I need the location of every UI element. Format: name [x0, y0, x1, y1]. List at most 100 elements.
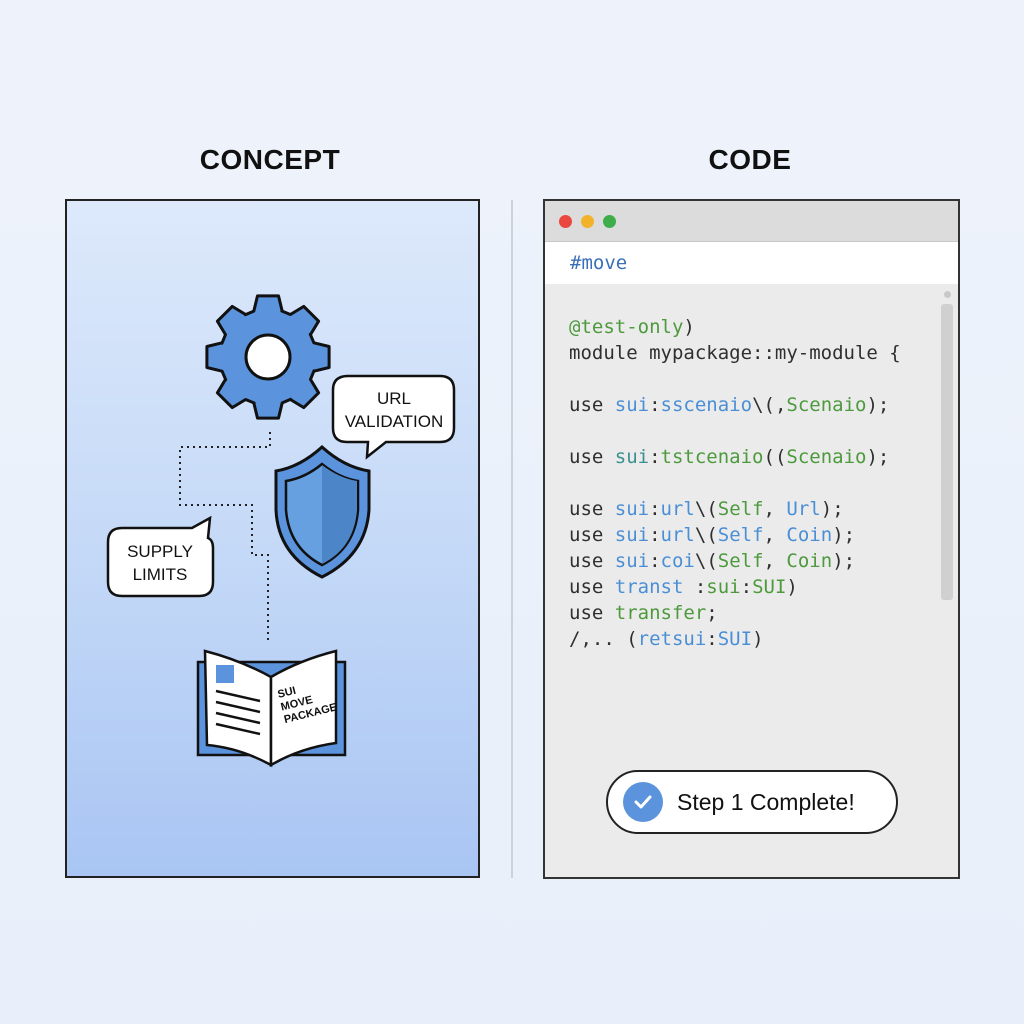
code-line: use transfer; [569, 600, 901, 626]
code-token: url [660, 498, 695, 520]
code-token: module mypackage::my-module { [569, 342, 901, 364]
code-token: SUI [717, 628, 753, 650]
gear-icon [205, 294, 331, 420]
url-validation-bubble: URL VALIDATION [331, 374, 456, 460]
code-line: use sui:url\(Self, Coin); [569, 522, 901, 548]
code-line: use sui:sscenaio\(,Scenaio); [569, 392, 901, 418]
code-heading: CODE [708, 144, 792, 175]
code-token: \( [694, 524, 718, 546]
code-token: coi [660, 550, 695, 572]
code-token: , [763, 550, 787, 572]
code-token: use [569, 498, 615, 520]
code-token: url [660, 524, 695, 546]
code-line: use sui:tstcenaio((Scenaio); [569, 444, 901, 470]
code-token: sscenaio [660, 394, 753, 416]
code-token: ); [820, 498, 844, 520]
code-token: Scenaio [786, 446, 867, 468]
code-token: Coin [786, 524, 833, 546]
code-token: , [763, 498, 787, 520]
code-line [569, 418, 901, 444]
code-token: transt [614, 576, 684, 598]
code-token: ) [786, 576, 798, 598]
code-token: : [649, 446, 661, 468]
code-token: @test-only [569, 316, 684, 338]
code-token: ) [683, 316, 695, 338]
code-token: Scenaio [786, 394, 867, 416]
code-line: /,.. (retsui:SUI) [569, 626, 901, 652]
code-line: use transt :sui:SUI) [569, 574, 901, 600]
code-token: use [569, 524, 615, 546]
code-token: \(, [752, 394, 787, 416]
code-window: #move @test-only)module mypackage::my-mo… [543, 199, 960, 879]
code-token: sui [614, 550, 650, 572]
code-token: , [763, 524, 787, 546]
minimize-dot[interactable] [581, 215, 594, 228]
code-line: module mypackage::my-module { [569, 340, 901, 366]
code-token: use [569, 576, 615, 598]
code-token: \( [694, 498, 718, 520]
code-token: ; [706, 602, 718, 624]
code-token: sui [706, 576, 741, 598]
step-complete-badge: Step 1 Complete! [606, 770, 898, 834]
code-token: sui [614, 524, 650, 546]
code-editor[interactable]: @test-only)module mypackage::my-module {… [569, 314, 901, 652]
code-token: : [649, 550, 661, 572]
code-token: : [683, 576, 707, 598]
code-line: use sui:url\(Self, Url); [569, 496, 901, 522]
code-token: Url [786, 498, 821, 520]
scrollbar[interactable] [941, 304, 953, 600]
bubble-text: LIMITS [133, 565, 188, 584]
code-token: ) [752, 628, 764, 650]
scroll-indicator [944, 291, 951, 298]
window-titlebar [545, 201, 958, 242]
code-token: : [649, 524, 661, 546]
code-token: Self [717, 524, 764, 546]
code-token: : [649, 498, 661, 520]
code-token: use [569, 550, 615, 572]
code-token: retsui [637, 628, 707, 650]
maximize-dot[interactable] [603, 215, 616, 228]
code-token: use [569, 394, 615, 416]
code-token: sui [614, 446, 650, 468]
close-dot[interactable] [559, 215, 572, 228]
code-token: use [569, 602, 615, 624]
supply-limits-bubble: SUPPLY LIMITS [106, 515, 215, 598]
code-token: /,.. ( [569, 628, 638, 650]
divider [511, 200, 513, 878]
tab-move[interactable]: #move [570, 252, 628, 274]
code-line [569, 366, 901, 392]
check-icon [623, 782, 663, 822]
code-line: @test-only) [569, 314, 901, 340]
bubble-text: URL [377, 389, 411, 408]
code-token: (( [763, 446, 787, 468]
book-icon: SUI MOVE PACKAGE [196, 649, 347, 768]
code-token: Self [717, 550, 764, 572]
code-token: sui [614, 394, 650, 416]
shield-icon [274, 444, 371, 579]
code-token: use [569, 446, 615, 468]
book-label: SUI [276, 685, 297, 701]
code-token: ); [866, 394, 890, 416]
code-token: SUI [752, 576, 787, 598]
code-token: : [649, 394, 661, 416]
dotted-connector [179, 432, 271, 643]
code-token: transfer [614, 602, 707, 624]
code-token: ); [832, 550, 856, 572]
code-token: ); [866, 446, 890, 468]
code-line: use sui:coi\(Self, Coin); [569, 548, 901, 574]
concept-heading: CONCEPT [199, 144, 341, 175]
bubble-text: SUPPLY [127, 542, 193, 561]
code-token: : [706, 628, 718, 650]
code-token: \( [694, 550, 718, 572]
code-token: Self [717, 498, 764, 520]
code-token: : [740, 576, 753, 598]
code-line [569, 470, 901, 496]
code-token: tstcenaio [660, 446, 764, 468]
bubble-text: VALIDATION [345, 412, 444, 431]
tab-bar: #move [545, 242, 958, 284]
badge-text: Step 1 Complete! [677, 788, 855, 815]
code-token: sui [614, 498, 650, 520]
code-token: Coin [786, 550, 833, 572]
code-token: ); [832, 524, 856, 546]
